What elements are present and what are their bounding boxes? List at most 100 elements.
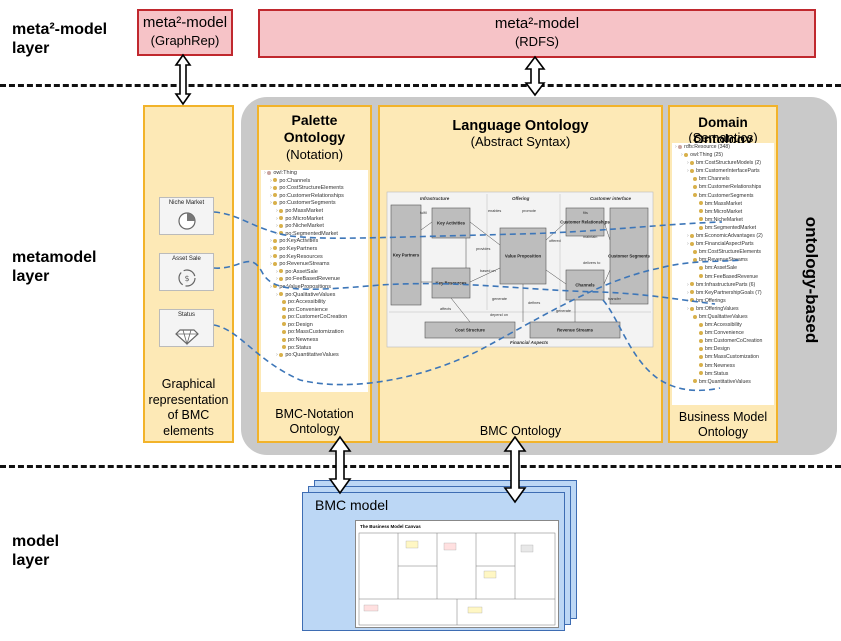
- expand-caret-icon[interactable]: ›: [276, 352, 280, 359]
- language-ontology-subtitle: (Abstract Syntax): [470, 134, 571, 149]
- expand-caret-icon[interactable]: ›: [276, 223, 280, 230]
- tree-node[interactable]: › po:CustomerSegments: [261, 200, 368, 208]
- tree-node[interactable]: › bm:CustomerInterfaceParts: [672, 167, 774, 175]
- expand-caret-icon[interactable]: ›: [276, 268, 280, 275]
- class-dot-icon: [282, 307, 286, 312]
- tree-node[interactable]: po:CustomerCoCreation: [261, 314, 368, 322]
- tree-node[interactable]: bm:CustomerRelationships: [672, 183, 774, 191]
- class-dot-icon: [273, 284, 278, 289]
- tree-node[interactable]: › po:CostStructureElements: [261, 185, 368, 193]
- tree-node[interactable]: › po:KeyResources: [261, 254, 368, 262]
- expand-caret-icon[interactable]: ›: [270, 200, 274, 207]
- tree-node[interactable]: › po:Channels: [261, 178, 368, 186]
- bmc-edge-label: generate: [556, 309, 571, 313]
- expand-caret-icon[interactable]: ›: [276, 291, 280, 298]
- tree-node[interactable]: › owl:Thing: [261, 170, 368, 178]
- tree-node[interactable]: › po:KeyPartners: [261, 246, 368, 254]
- class-dot-icon: [282, 314, 286, 319]
- tree-node-label: po:MicroMarket: [285, 215, 324, 222]
- expand-caret-icon[interactable]: ›: [276, 215, 280, 222]
- tree-node[interactable]: po:Status: [261, 345, 368, 353]
- tree-node[interactable]: bm:QualitativeValues: [672, 313, 774, 321]
- tree-node[interactable]: bm:SegmentedMarket: [672, 224, 774, 232]
- tree-node[interactable]: › bm:OfferingValues: [672, 305, 774, 313]
- tree-node[interactable]: › owl:Thing (25): [672, 151, 774, 159]
- expand-caret-icon[interactable]: ›: [276, 230, 280, 237]
- double-arrow-rdfs: [524, 55, 546, 97]
- expand-caret-icon[interactable]: ›: [270, 177, 274, 184]
- tree-node[interactable]: bm:Channels: [672, 175, 774, 183]
- tree-node[interactable]: bm:MassMarket: [672, 200, 774, 208]
- double-arrow-notation-model: [328, 435, 352, 495]
- tree-node[interactable]: bm:Accessibility: [672, 321, 774, 329]
- expand-caret-icon[interactable]: ›: [687, 168, 691, 175]
- tree-node[interactable]: bm:AssetSale: [672, 264, 774, 272]
- expand-caret-icon[interactable]: ›: [687, 281, 691, 288]
- tree-node[interactable]: › po:QuantitativeValues: [261, 352, 368, 360]
- tree-node[interactable]: › bm:KeyPartnershipGoals (7): [672, 289, 774, 297]
- bmc-edge-label: enables: [488, 209, 501, 213]
- tree-node[interactable]: › bm:EconomicAdvantages (2): [672, 232, 774, 240]
- tree-node[interactable]: › po:KeyActivities: [261, 238, 368, 246]
- class-dot-icon: [690, 233, 695, 238]
- tree-node[interactable]: › po:MicroMarket: [261, 216, 368, 224]
- expand-caret-icon[interactable]: ›: [687, 305, 691, 312]
- tree-node[interactable]: po:MassCustomization: [261, 329, 368, 337]
- tree-node[interactable]: › po:RevenueStreams: [261, 261, 368, 269]
- class-dot-icon: [690, 290, 695, 295]
- expand-caret-icon[interactable]: ›: [270, 238, 274, 245]
- tree-node[interactable]: bm:Newness: [672, 362, 774, 370]
- tree-node[interactable]: › bm:InfrastructureParts (6): [672, 281, 774, 289]
- expand-caret-icon[interactable]: ›: [270, 261, 274, 268]
- expand-caret-icon[interactable]: ›: [276, 276, 280, 283]
- tree-node[interactable]: bm:CustomerSegments: [672, 192, 774, 200]
- tree-node[interactable]: bm:FeeBasedRevenue: [672, 273, 774, 281]
- tree-node[interactable]: › bm:FinancialAspectParts: [672, 240, 774, 248]
- expand-caret-icon[interactable]: ›: [687, 241, 691, 248]
- tree-node[interactable]: bm:MassCustomization: [672, 353, 774, 361]
- expand-caret-icon[interactable]: ›: [270, 245, 274, 252]
- tree-node[interactable]: › po:AssetSale: [261, 269, 368, 277]
- tree-node[interactable]: bm:Status: [672, 370, 774, 378]
- tree-node[interactable]: › po:ValuePropositions: [261, 284, 368, 292]
- expand-caret-icon[interactable]: ›: [276, 207, 280, 214]
- tree-node[interactable]: › po:SegmentedMarket: [261, 231, 368, 239]
- tree-node[interactable]: › po:QualitativeValues: [261, 292, 368, 300]
- tree-node[interactable]: po:Convenience: [261, 307, 368, 315]
- tree-node[interactable]: bm:MicroMarket: [672, 208, 774, 216]
- tree-node[interactable]: bm:NicheMarket: [672, 216, 774, 224]
- tree-node[interactable]: po:Design: [261, 322, 368, 330]
- tree-node[interactable]: bm:QuantitativeValues: [672, 378, 774, 386]
- tree-node[interactable]: bm:CostStructureElements: [672, 248, 774, 256]
- expand-caret-icon[interactable]: ›: [270, 185, 274, 192]
- tree-node[interactable]: po:Accessibility: [261, 299, 368, 307]
- expand-caret-icon[interactable]: ›: [270, 192, 274, 199]
- class-dot-icon: [699, 217, 703, 222]
- class-dot-icon: [279, 216, 284, 221]
- tree-node[interactable]: › po:CustomerRelationships: [261, 193, 368, 201]
- expand-caret-icon[interactable]: ›: [681, 152, 685, 159]
- bmc-node-label: Channels: [575, 283, 595, 288]
- tree-node[interactable]: bm:CustomerCoCreation: [672, 337, 774, 345]
- expand-caret-icon[interactable]: ›: [687, 160, 691, 167]
- expand-caret-icon[interactable]: ›: [270, 253, 274, 260]
- expand-caret-icon[interactable]: ›: [264, 170, 268, 176]
- palette-class-tree: › owl:Thing› po:Channels› po:CostStructu…: [261, 170, 368, 392]
- tree-node[interactable]: › rdfs:Resource (348): [672, 143, 774, 151]
- tree-node[interactable]: › po:MassMarket: [261, 208, 368, 216]
- bmc-node-box: [609, 207, 649, 305]
- tree-node[interactable]: po:Newness: [261, 337, 368, 345]
- expand-caret-icon[interactable]: ›: [270, 283, 274, 290]
- tree-node[interactable]: › po:FeeBasedRevenue: [261, 276, 368, 284]
- tree-node[interactable]: bm:Convenience: [672, 329, 774, 337]
- tree-node[interactable]: bm:Design: [672, 345, 774, 353]
- expand-caret-icon[interactable]: ›: [675, 144, 679, 150]
- expand-caret-icon[interactable]: ›: [687, 289, 691, 296]
- expand-caret-icon[interactable]: ›: [687, 233, 691, 240]
- tree-node[interactable]: › bm:CostStructureModels (2): [672, 159, 774, 167]
- bmc-canvas-grid: [358, 532, 556, 626]
- bmc-section-label: Financial Aspects: [510, 340, 549, 345]
- tree-node-label: bm:CustomerInterfaceParts: [696, 168, 760, 175]
- tree-node[interactable]: › po:NicheMarket: [261, 223, 368, 231]
